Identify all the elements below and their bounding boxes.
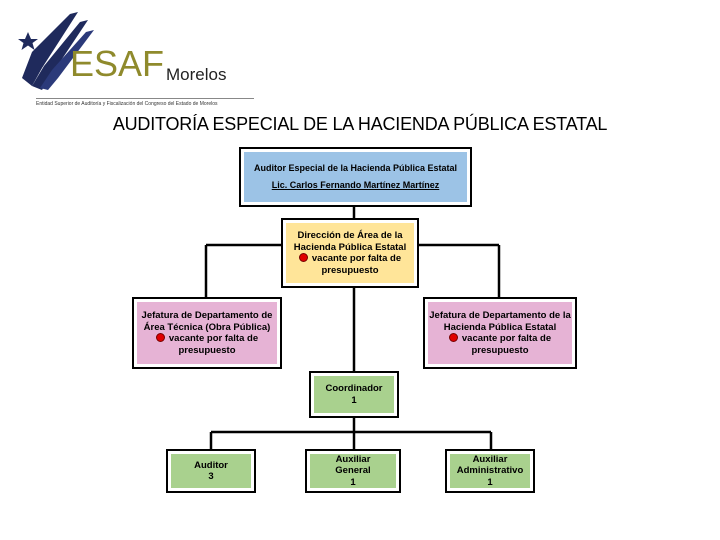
auxiliar-general-count: 1 [350,476,356,488]
jefatura-tecnica-line4: presupuesto [178,344,236,356]
direccion-line1: Dirección de Área de la [297,230,403,241]
jefatura-tecnica-line1: Jefatura de Departamento de [141,310,273,321]
auxiliar-administrativo-count: 1 [487,476,493,488]
jefatura-tecnica-line3: vacante por falta de [168,333,259,344]
coordinador-count: 1 [351,394,357,406]
logo-divider [36,98,254,99]
auxiliar-administrativo-line1: Auxiliar [472,453,508,465]
auxiliar-administrativo-line2: Administrativo [456,465,524,477]
node-auditor: Auditor 3 [166,449,256,493]
esaf-logo: ESAF Morelos Entidad Superior de Auditor… [18,8,254,107]
node-auditor-especial: Auditor Especial de la Hacienda Pública … [239,147,472,207]
node-coordinador: Coordinador 1 [309,371,399,418]
jefatura-tecnica-line2: Área Técnica (Obra Pública) [143,321,271,333]
node-jefatura-hacienda-publica: Jefatura de Departamento de la Hacienda … [423,297,577,369]
coordinador-title: Coordinador [325,383,383,394]
auxiliar-general-line1: Auxiliar [335,453,371,465]
direccion-line3: vacante por falta de [311,253,402,264]
auditor-count: 3 [208,471,214,482]
node-auxiliar-administrativo: Auxiliar Administrativo 1 [445,449,535,493]
node-jefatura-area-tecnica: Jefatura de Departamento de Área Técnica… [132,297,282,369]
vacancy-dot-icon [155,332,165,342]
logo-region: Morelos [166,65,227,84]
node-auxiliar-general: Auxiliar General 1 [305,449,401,493]
vacancy-dot-icon [298,252,308,262]
logo-subtitle: Entidad Superior de Auditoría y Fiscaliz… [36,101,218,107]
logo-wordmark: ESAF [70,43,165,84]
jefatura-hacienda-line4: presupuesto [471,344,529,356]
auditor-especial-name: Lic. Carlos Fernando Martínez Martínez [271,179,440,190]
jefatura-hacienda-line1: Jefatura de Departamento de la [429,310,571,321]
direccion-line2: Hacienda Pública Estatal [293,241,407,253]
vacancy-dot-icon [448,332,458,342]
node-direccion-area: Dirección de Área de la Hacienda Pública… [281,218,419,288]
auditor-especial-title: Auditor Especial de la Hacienda Pública … [253,163,458,173]
auditor-title: Auditor [194,459,228,471]
auxiliar-general-line2: General [335,465,371,477]
page-title: AUDITORÍA ESPECIAL DE LA HACIENDA PÚBLIC… [112,114,608,134]
jefatura-hacienda-line2: Hacienda Pública Estatal [443,321,557,333]
esaf-emblem-icon [18,12,94,90]
jefatura-hacienda-line3: vacante por falta de [461,333,552,344]
direccion-line4: presupuesto [321,264,379,276]
